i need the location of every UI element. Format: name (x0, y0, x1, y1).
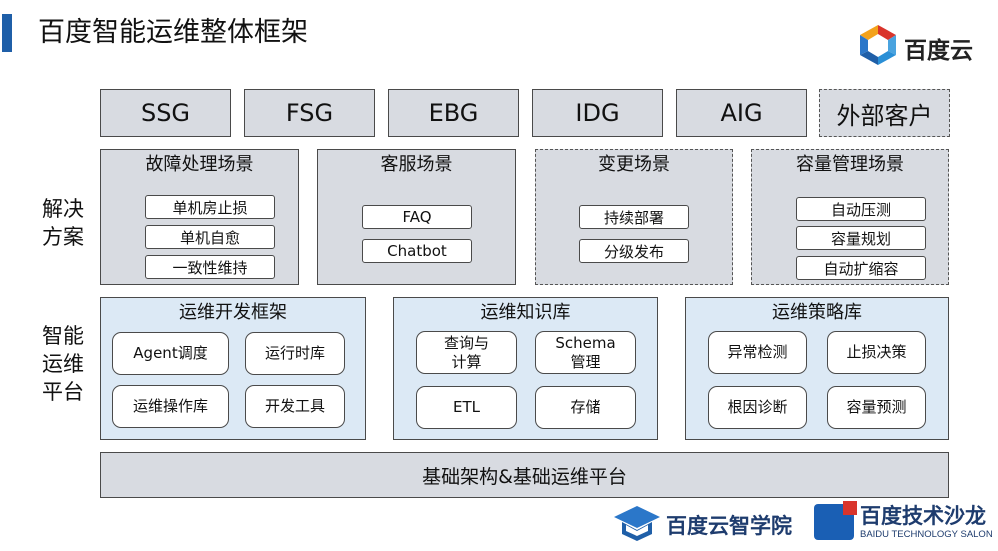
platform-item: Agent调度 (112, 332, 229, 375)
scenario-item: 自动压测 (796, 197, 926, 221)
platform-item: ETL (416, 386, 517, 429)
bu-external-customers: 外部客户 (819, 89, 950, 137)
platform-item: 异常检测 (708, 331, 807, 374)
baidu-tech-salon-text: 百度技术沙龙 (860, 504, 986, 528)
bu-ebg: EBG (388, 89, 519, 137)
scenario-fault-handling: 故障处理场景 单机房止损 单机自愈 一致性维持 (100, 149, 299, 285)
scenario-customer-service: 客服场景 FAQ Chatbot (317, 149, 516, 285)
foundation-layer: 基础架构&基础运维平台 (100, 452, 949, 498)
baidu-cloud-academy-logo: 百度云智学院 (612, 503, 802, 543)
scenario-item: 分级发布 (579, 239, 689, 263)
bu-ssg: SSG (100, 89, 231, 137)
page-title: 百度智能运维整体框架 (38, 17, 308, 48)
scenario-item: 单机房止损 (145, 195, 275, 219)
platform-item: 查询与 计算 (416, 331, 517, 374)
platform-item: 根因诊断 (708, 386, 807, 429)
scenario-capacity-management: 容量管理场景 自动压测 容量规划 自动扩缩容 (751, 149, 949, 285)
baidu-cloud-cube-icon (860, 25, 896, 65)
scenario-item: 自动扩缩容 (796, 256, 926, 280)
scenario-item: 容量规划 (796, 226, 926, 250)
side-label-solutions: 解决 方案 (42, 197, 84, 249)
platform-ops-strategy-base: 运维策略库 异常检测 止损决策 根因诊断 容量预测 (685, 297, 949, 440)
title-accent-bar (2, 14, 12, 52)
platform-item: 运行时库 (245, 332, 345, 375)
platform-ops-knowledge-base: 运维知识库 查询与 计算 Schema 管理 ETL 存储 (393, 297, 658, 440)
platform-title: 运维策略库 (772, 302, 862, 323)
baidu-cloud-academy-text: 百度云智学院 (666, 514, 792, 538)
platform-item: 容量预测 (827, 386, 926, 429)
platform-ops-dev-framework: 运维开发框架 Agent调度 运行时库 运维操作库 开发工具 (100, 297, 366, 440)
baidu-tech-salon-mark-icon (814, 501, 857, 540)
scenario-title: 容量管理场景 (796, 154, 904, 175)
scenario-item: 持续部署 (579, 205, 689, 229)
platform-item: 开发工具 (245, 385, 345, 428)
platform-item: 运维操作库 (112, 385, 229, 428)
platform-title: 运维开发框架 (179, 302, 287, 323)
scenario-title: 变更场景 (598, 154, 670, 175)
scenario-item: 单机自愈 (145, 225, 275, 249)
bu-fsg: FSG (244, 89, 375, 137)
baidu-tech-salon-subtext: BAIDU TECHNOLOGY SALON (860, 529, 993, 540)
baidu-cloud-logo-text: 百度云 (904, 38, 973, 64)
platform-title: 运维知识库 (480, 302, 571, 323)
scenario-change: 变更场景 持续部署 分级发布 (535, 149, 733, 285)
baidu-tech-salon-logo: 百度技术沙龙 BAIDU TECHNOLOGY SALON (812, 499, 996, 545)
bu-idg: IDG (532, 89, 663, 137)
platform-item: 止损决策 (827, 331, 926, 374)
platform-item: 存储 (535, 386, 636, 429)
graduation-cap-icon (614, 506, 660, 541)
scenario-item: 一致性维持 (145, 255, 275, 279)
bu-aig: AIG (676, 89, 807, 137)
side-label-platform: 智能 运维 平台 (42, 324, 84, 404)
scenario-title: 客服场景 (380, 154, 453, 175)
baidu-cloud-logo: 百度云 (858, 24, 988, 66)
scenario-item: Chatbot (362, 239, 472, 263)
scenario-item: FAQ (362, 205, 472, 229)
platform-item: Schema 管理 (535, 331, 636, 374)
scenario-title: 故障处理场景 (145, 154, 254, 175)
